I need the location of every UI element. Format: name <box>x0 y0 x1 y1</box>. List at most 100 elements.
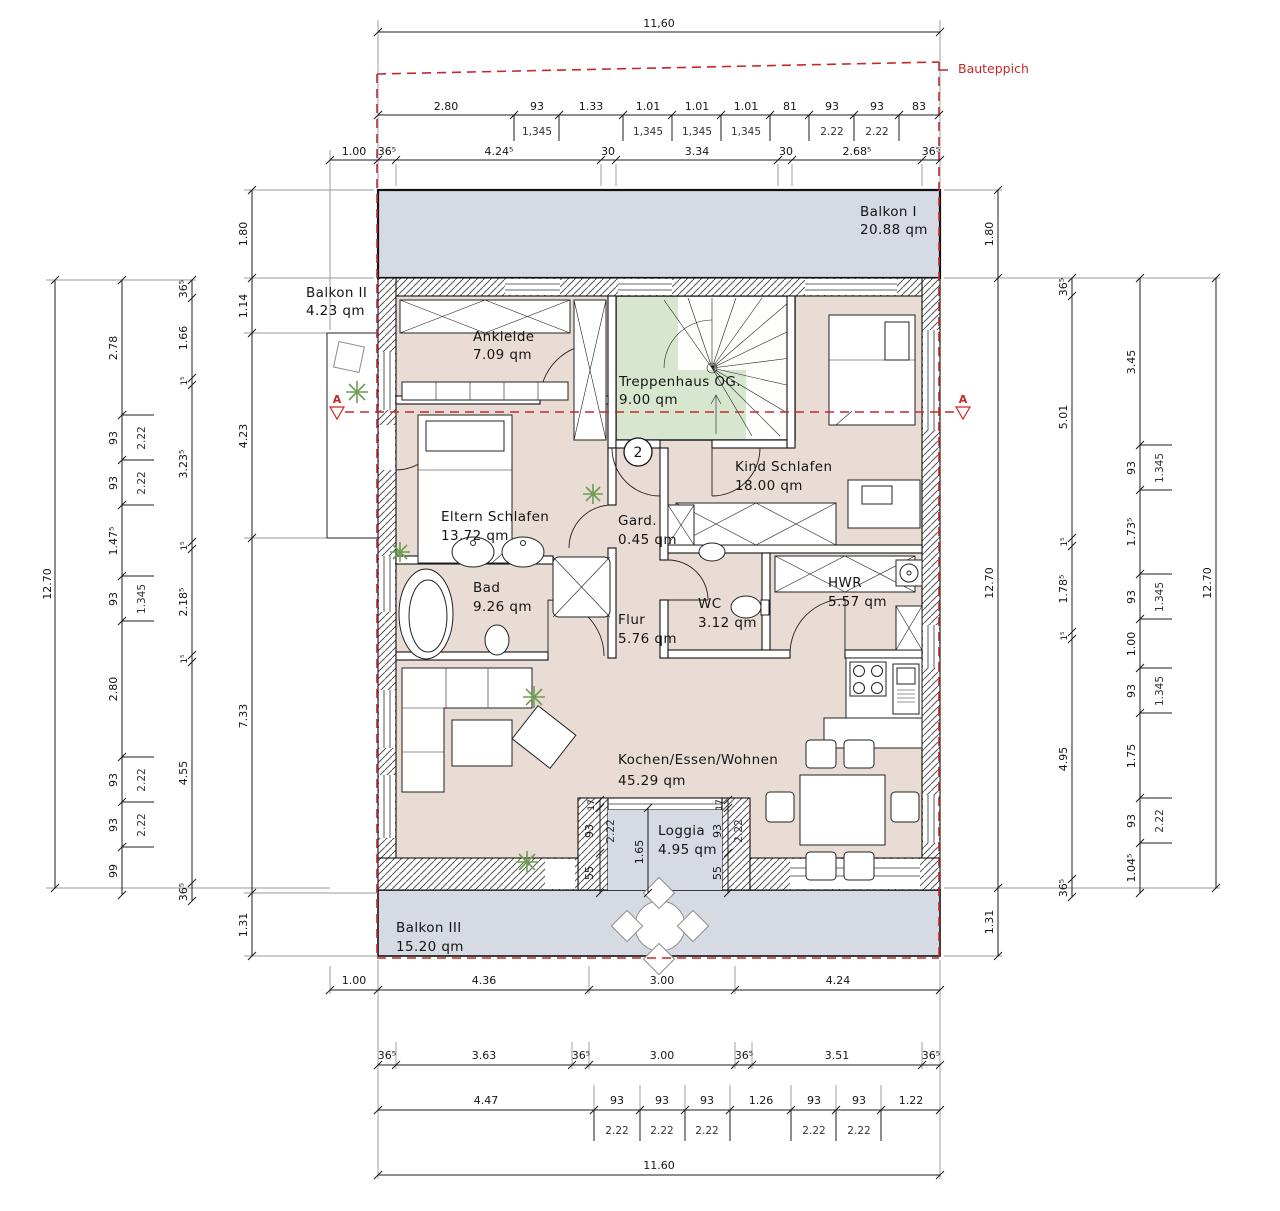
dim-label: 36⁵ <box>177 280 190 298</box>
dim-sublabel: 1,345 <box>731 126 761 138</box>
dim-label: 36⁵ <box>572 1049 590 1062</box>
stairwell <box>615 295 796 441</box>
dimension-lines <box>46 20 1221 1180</box>
room-name: Flur <box>618 612 645 628</box>
dim-label: 1.00 <box>342 145 367 158</box>
dim-label: 1.75 <box>1125 744 1138 769</box>
dim-sublabel: 2.22 <box>136 426 148 449</box>
dim-label: 3.23⁵ <box>177 450 190 479</box>
dim-label: 1.31 <box>983 910 996 935</box>
section-line-a: A A <box>328 393 972 421</box>
dim-sublabel: 1.345 <box>136 584 148 614</box>
dim-label: 1⁵ <box>1060 537 1070 547</box>
dim-label: 36⁵ <box>1057 879 1070 897</box>
dim-label: 1.04⁵ <box>1125 854 1138 883</box>
dim-sublabel: 1,345 <box>633 126 663 138</box>
dim-label: 55 <box>583 866 596 880</box>
dim-sublabel: 2.22 <box>605 819 617 842</box>
dim-label: 93 <box>852 1094 866 1107</box>
dim-sublabel: 1.345 <box>1154 676 1166 706</box>
dim-sublabel: 2.22 <box>136 813 148 836</box>
dim-label: 36⁵ <box>177 883 190 901</box>
room-area: 9.00 qm <box>619 392 678 408</box>
dim-label: 12.70 <box>1201 567 1214 599</box>
dimension-labels-right: 1.80 12.70 1.31 36⁵ 5.01 1⁵ 1.78⁵ 1⁵ 4.9… <box>983 222 1214 935</box>
room-area: 20.88 qm <box>860 222 928 238</box>
dim-label: 55 <box>711 866 724 880</box>
room-name: Balkon I <box>860 204 917 220</box>
dim-label: 1.80 <box>983 222 996 247</box>
dim-label: 4.24⁵ <box>485 145 514 158</box>
dim-label: 1.33 <box>579 100 604 113</box>
room-labels: Balkon I 20.88 qm Balkon II 4.23 qm Ankl… <box>306 204 928 955</box>
room-name: HWR <box>828 575 862 591</box>
dim-label: 2.68⁵ <box>843 145 872 158</box>
dim-label: 93 <box>107 818 120 832</box>
dim-label: 36⁵ <box>735 1049 753 1062</box>
balcony-1-area <box>376 188 942 280</box>
dim-sublabel: 2.22 <box>847 1125 870 1137</box>
dim-sublabel: 2.22 <box>802 1125 825 1137</box>
dim-label: 4.95 <box>1057 747 1070 772</box>
dim-label: 36⁵ <box>922 1049 940 1062</box>
dim-label: 93 <box>1125 461 1138 475</box>
dim-label: 4.47 <box>474 1094 499 1107</box>
dim-label: 93 <box>583 824 596 838</box>
dim-label: 11.60 <box>643 1159 675 1172</box>
dim-label: 1.01 <box>734 100 759 113</box>
dim-label: 4.55 <box>177 761 190 786</box>
dim-label: 36⁵ <box>378 145 396 158</box>
dim-label: 7.33 <box>237 704 250 729</box>
dim-label: 93 <box>711 824 724 838</box>
dim-label: 30 <box>779 145 793 158</box>
balcony-2-area <box>326 332 379 539</box>
dimension-labels-bottom: 1.00 4.36 3.00 4.24 36⁵ 3.63 36⁵ 3.00 36… <box>342 974 940 1172</box>
dim-label: 93 <box>107 476 120 490</box>
dimension-labels-top: 11,60 2.80 93 1.33 1.01 1.01 1.01 81 93 … <box>342 17 940 158</box>
room-area: 5.57 qm <box>828 594 887 610</box>
dim-label: 36⁵ <box>378 1049 396 1062</box>
room-name: WC <box>698 596 722 612</box>
room-name: Eltern Schlafen <box>441 509 549 525</box>
dim-label: 1⁵ <box>180 541 190 551</box>
dim-label: 93 <box>655 1094 669 1107</box>
loggia-area <box>577 797 751 891</box>
room-name: Balkon II <box>306 285 367 301</box>
room-area: 7.09 qm <box>473 347 532 363</box>
dim-label: 93 <box>870 100 884 113</box>
dim-label: 1.22 <box>899 1094 924 1107</box>
dim-label: 93 <box>107 592 120 606</box>
room-name: Kochen/Essen/Wohnen <box>618 752 778 768</box>
dim-label: 36⁵ <box>922 145 940 158</box>
room-area: 13.72 qm <box>441 528 509 544</box>
room-name: Kind Schlafen <box>735 459 832 475</box>
dim-label: 1.00 <box>1125 632 1138 657</box>
room-name: Gard. <box>618 513 657 529</box>
dim-label: 1⁵ <box>180 654 190 664</box>
room-name: Treppenhaus OG. <box>618 374 741 390</box>
dim-sublabel: 1.345 <box>1154 582 1166 612</box>
dim-label: 1.65 <box>633 840 646 865</box>
room-area: 3.12 qm <box>698 615 757 631</box>
dim-label: 83 <box>912 100 926 113</box>
dim-label: 93 <box>1125 684 1138 698</box>
room-name: Loggia <box>658 823 705 839</box>
room-area: 18.00 qm <box>735 478 803 494</box>
dim-label: 5.01 <box>1057 405 1070 430</box>
section-marker-right: A <box>959 393 968 406</box>
room-name: Balkon III <box>396 920 462 936</box>
dim-label: 1.80 <box>237 222 250 247</box>
room-name: Bad <box>473 580 500 596</box>
dim-label: 30 <box>601 145 615 158</box>
dim-label: 36⁵ <box>1057 278 1070 296</box>
dim-label: 93 <box>107 773 120 787</box>
dim-label: 2.80 <box>107 677 120 702</box>
unit-number-badge: 2 <box>623 437 653 467</box>
dim-label: 1.01 <box>685 100 710 113</box>
dim-label: 3.00 <box>650 1049 675 1062</box>
dim-label: 4.36 <box>472 974 497 987</box>
dim-label: 1.00 <box>342 974 367 987</box>
dim-label: 3.00 <box>650 974 675 987</box>
dim-label: 1.26 <box>749 1094 774 1107</box>
